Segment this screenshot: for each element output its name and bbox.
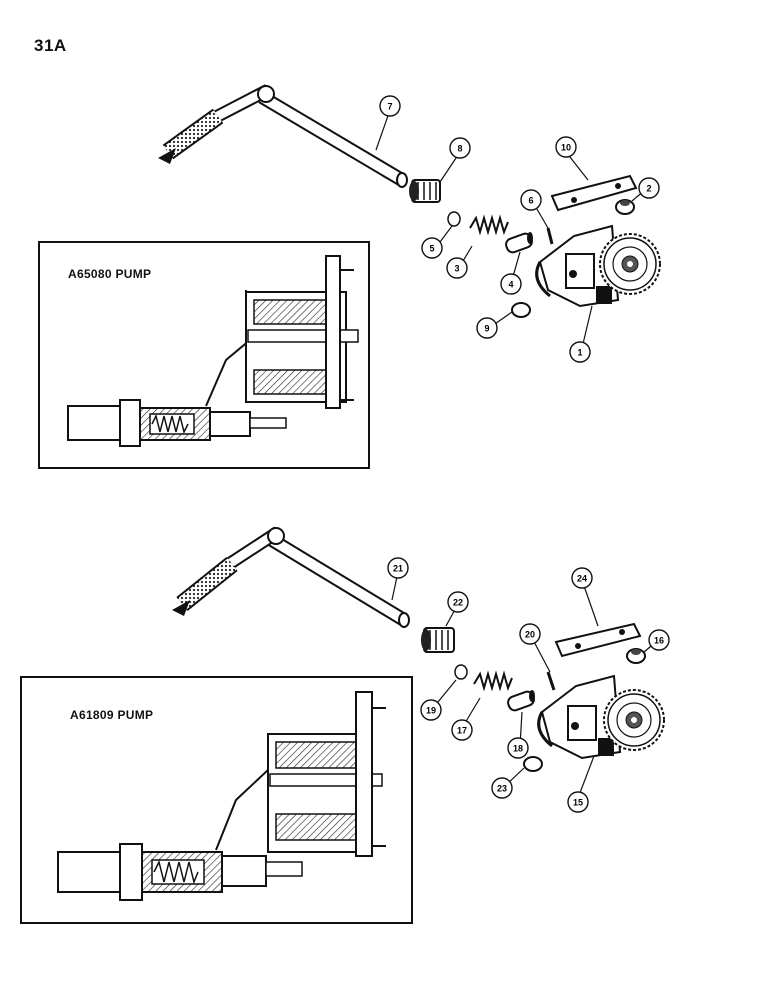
o-ring-top	[511, 302, 531, 318]
callout-17: 17	[451, 719, 473, 741]
svg-text:7: 7	[387, 102, 392, 112]
pump-body-bottom	[537, 674, 665, 760]
svg-text:5: 5	[429, 244, 434, 254]
callout-23: 23	[491, 777, 513, 799]
crank-handle-top	[158, 84, 408, 188]
callout-4: 4	[500, 273, 522, 295]
svg-text:21: 21	[393, 564, 403, 574]
svg-text:8: 8	[457, 144, 462, 154]
svg-text:16: 16	[654, 636, 664, 646]
callouts-top: 7 8 10 2 6 5 3 4 9 1	[379, 95, 660, 363]
svg-text:6: 6	[528, 196, 533, 206]
svg-text:4: 4	[508, 280, 513, 290]
svg-text:20: 20	[525, 630, 535, 640]
callout-8: 8	[449, 137, 471, 159]
callout-6: 6	[520, 189, 542, 211]
svg-text:22: 22	[453, 598, 463, 608]
plate-bottom	[554, 622, 642, 658]
cotter-pin-bottom	[546, 671, 556, 691]
callout-15: 15	[567, 791, 589, 813]
cross-section-bottom	[57, 691, 386, 901]
ball-bottom	[454, 664, 468, 680]
callout-5: 5	[421, 237, 443, 259]
crank-handle-bottom	[172, 526, 410, 628]
svg-text:3: 3	[454, 264, 459, 274]
cross-section-top	[67, 255, 359, 447]
callout-24: 24	[571, 567, 593, 589]
nut-top	[615, 199, 635, 215]
callout-20: 20	[519, 623, 541, 645]
page-number: 31A	[34, 36, 67, 55]
svg-text:9: 9	[484, 324, 489, 334]
callout-1: 1	[569, 341, 591, 363]
ball-top	[447, 211, 461, 227]
pump-body-top	[535, 224, 661, 308]
inset-label-top: A65080 PUMP	[68, 267, 152, 281]
plate-top	[550, 174, 638, 212]
svg-text:23: 23	[497, 784, 507, 794]
callout-19: 19	[420, 699, 442, 721]
callout-18: 18	[507, 737, 529, 759]
svg-text:2: 2	[646, 184, 651, 194]
piston-bottom	[507, 690, 535, 712]
plug-top	[409, 179, 441, 203]
nut-bottom	[626, 648, 646, 664]
callout-9: 9	[476, 317, 498, 339]
callout-7: 7	[379, 95, 401, 117]
svg-text:19: 19	[426, 706, 436, 716]
inset-label-bottom: A61809 PUMP	[70, 708, 154, 722]
callout-2: 2	[638, 177, 660, 199]
svg-text:18: 18	[513, 744, 523, 754]
callout-16: 16	[648, 629, 670, 651]
spring-bottom	[473, 670, 513, 692]
svg-text:17: 17	[457, 726, 467, 736]
svg-text:10: 10	[561, 143, 571, 153]
svg-text:15: 15	[573, 798, 583, 808]
callout-3: 3	[446, 257, 468, 279]
svg-text:24: 24	[577, 574, 587, 584]
callouts-bottom: 21 22 24 16 20 19 17 18 23 15	[387, 557, 670, 813]
svg-text:1: 1	[577, 348, 582, 358]
o-ring-bottom	[523, 756, 543, 772]
callout-22: 22	[447, 591, 469, 613]
callout-21: 21	[387, 557, 409, 579]
spring-top	[469, 214, 509, 236]
piston-top	[505, 232, 533, 254]
plug-bottom	[421, 627, 455, 653]
callout-10: 10	[555, 136, 577, 158]
cotter-pin-top	[546, 227, 554, 245]
